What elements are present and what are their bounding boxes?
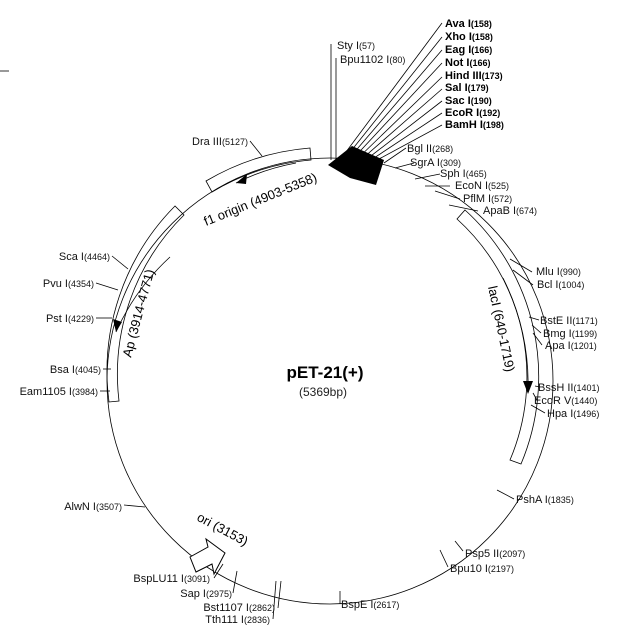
- ap-gene-box: [106, 205, 185, 403]
- site-label: Sap I(2975): [180, 588, 232, 600]
- site-label: BssH II(1401): [538, 382, 599, 394]
- site-label: Bsa I(4045): [50, 364, 101, 376]
- site-label: Bst1107 I(2862): [203, 602, 275, 614]
- site-label: BstE II(1171): [540, 315, 598, 327]
- site-label: Tth111 I(2836): [205, 614, 270, 626]
- ori-arrow: [189, 537, 226, 576]
- mcs-site-label: BamH I(198): [445, 119, 504, 131]
- site-label: Pvu I(4354): [43, 278, 94, 290]
- site-label: PshA I(1835): [516, 494, 574, 506]
- site-label: Sca I(4464): [59, 251, 110, 263]
- f1-origin-arrowhead: [236, 174, 247, 184]
- ori-label: ori (3153): [195, 509, 251, 548]
- site-label: Sph I(465): [440, 168, 487, 180]
- laci-gene-arrow: [502, 277, 529, 393]
- mcs-site-label: Ava I(158): [445, 18, 492, 30]
- laci-gene-label: lacI (640-1719): [485, 285, 518, 374]
- site-label: BspE I(2617): [341, 599, 399, 611]
- site-label: Sty I(57): [337, 40, 375, 52]
- t7-promoter-arrow: [328, 146, 384, 185]
- mcs-fan-lines: [339, 22, 443, 167]
- site-label: Psp5 II(2097): [465, 548, 525, 560]
- f1-origin-label: f1 origin (4903-5358): [202, 170, 320, 229]
- site-label: SgrA I(309): [410, 157, 461, 169]
- mcs-site-label: Xho I(158): [445, 31, 493, 43]
- site-label: Bpu1102 I(80): [340, 54, 405, 66]
- site-label: PflM I(572): [463, 193, 512, 205]
- site-label: AlwN I(3507): [64, 501, 122, 513]
- mcs-site-label: Not I(166): [445, 57, 490, 69]
- site-label: ApaB I(674): [483, 205, 537, 217]
- plasmid-name: pET-21(+): [287, 363, 364, 382]
- site-labels: Sty I(57) Bpu1102 I(80) Bgl II(268) SgrA…: [20, 40, 600, 626]
- site-label: Hpa I(1496): [547, 408, 599, 420]
- site-label: BspLU11 I(3091): [133, 573, 210, 585]
- site-label: Apa I(1201): [545, 340, 597, 352]
- site-label: Mlu I(990): [536, 266, 581, 278]
- ap-gene-arrowhead: [113, 319, 122, 332]
- mcs-labels: Ava I(158) Xho I(158) Eag I(166) Not I(1…: [445, 18, 504, 131]
- site-label: Dra III(5127): [192, 136, 248, 148]
- site-label: Pst I(4229): [46, 313, 94, 325]
- f1-origin-box: [205, 147, 312, 193]
- site-label: Bcl I(1004): [537, 279, 584, 291]
- plasmid-size: (5369bp): [299, 385, 347, 399]
- site-label: Bmg I(1199): [543, 328, 597, 340]
- site-label: EcoN I(525): [455, 180, 509, 192]
- site-label: Bpu10 I(2197): [450, 563, 514, 575]
- mcs-site-label: Hind III(173): [445, 70, 503, 82]
- mcs-site-label: Eag I(166): [445, 44, 492, 56]
- laci-gene-arrowhead: [523, 381, 533, 394]
- site-leader-lines: [95, 44, 546, 620]
- mcs-site-label: Sac I(190): [445, 95, 492, 107]
- site-label: Bgl II(268): [407, 143, 453, 155]
- site-label: Eam1105 I(3984): [20, 386, 98, 398]
- mcs-site-label: EcoR I(192): [445, 107, 500, 119]
- mcs-site-label: Sal I(179): [445, 82, 489, 94]
- site-label: EcoR V(1440): [534, 395, 597, 407]
